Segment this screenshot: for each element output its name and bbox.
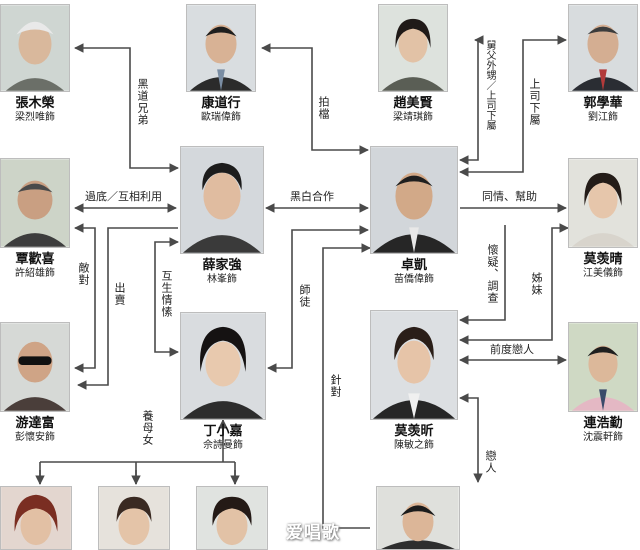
actor-zhuo: 苗僑偉飾 bbox=[394, 274, 434, 285]
line-zhendui bbox=[322, 243, 371, 529]
actor-ding: 佘詩曼飾 bbox=[203, 440, 243, 451]
name-kang: 康道行 bbox=[201, 96, 241, 111]
label-husheng: 互生情愫 bbox=[160, 270, 173, 318]
line-paidang bbox=[261, 43, 369, 155]
portrait-bottom-4 bbox=[376, 486, 460, 550]
portrait-ding bbox=[180, 312, 266, 420]
label-yangmu: 養母女 bbox=[141, 410, 154, 446]
name-ding: 丁小嘉 bbox=[203, 424, 243, 439]
portrait-kang bbox=[186, 4, 256, 92]
label-huaiyi: 懷疑、調查 bbox=[486, 244, 499, 304]
line-zimei bbox=[459, 223, 569, 345]
actor-lian: 沈震軒飾 bbox=[583, 432, 623, 443]
name-guo: 郭學華 bbox=[583, 96, 623, 111]
actor-mo-qing: 江美儀飾 bbox=[583, 268, 623, 279]
name-lian: 連浩勤 bbox=[583, 416, 623, 431]
portrait-lian bbox=[568, 322, 638, 412]
label-shangsi: 上司下屬 bbox=[528, 78, 541, 126]
line-didui bbox=[74, 223, 96, 373]
portrait-mo-xin bbox=[370, 310, 458, 420]
label-shitu: 師徒 bbox=[298, 284, 311, 308]
name-zhao: 趙美賢 bbox=[393, 96, 433, 111]
portrait-bottom-1 bbox=[0, 486, 72, 550]
watermark: 爱唱歌 bbox=[286, 523, 340, 543]
actor-kang: 歐瑞偉飾 bbox=[201, 112, 241, 123]
label-didui: 敵對 bbox=[77, 262, 90, 286]
name-zhang: 張木榮 bbox=[15, 96, 55, 111]
line-husheng bbox=[154, 237, 179, 357]
portrait-tan bbox=[0, 158, 70, 248]
label-heidao: 黑道兄弟 bbox=[136, 78, 149, 126]
actor-xue: 林峯飾 bbox=[207, 274, 237, 285]
portrait-xue bbox=[180, 146, 264, 254]
portrait-zhang bbox=[0, 4, 70, 92]
name-zhuo: 卓凱 bbox=[400, 258, 427, 273]
line-shangsi bbox=[459, 35, 567, 177]
line-shitu bbox=[267, 225, 369, 373]
label-guodi: 過底／互相利用 bbox=[85, 190, 162, 203]
portrait-you bbox=[0, 322, 70, 412]
actor-you: 彭懷安飾 bbox=[15, 432, 55, 443]
line-jiufu bbox=[459, 35, 484, 165]
actor-zhao: 梁靖琪飾 bbox=[393, 112, 433, 123]
line-heidao bbox=[74, 43, 179, 173]
portrait-zhuo bbox=[370, 146, 458, 254]
line-chumai bbox=[77, 227, 178, 390]
label-paidang: 拍檔 bbox=[317, 96, 330, 120]
label-zimei: 姊妹 bbox=[530, 272, 543, 296]
portrait-zhao bbox=[378, 4, 448, 92]
label-tongqing: 同情、幫助 bbox=[482, 190, 537, 203]
line-lianren bbox=[459, 393, 483, 483]
actor-guo: 劉江飾 bbox=[588, 112, 618, 123]
portrait-bottom-2 bbox=[98, 486, 170, 550]
name-mo-xin: 莫羡昕 bbox=[394, 424, 434, 439]
name-xue: 薛家強 bbox=[202, 258, 242, 273]
name-mo-qing: 莫羡晴 bbox=[583, 252, 623, 267]
label-qiandu: 前度戀人 bbox=[490, 343, 534, 356]
label-chumai: 出賣 bbox=[113, 282, 126, 306]
actor-tan: 許紹雄飾 bbox=[15, 268, 55, 279]
actor-mo-xin: 陳敏之飾 bbox=[394, 440, 434, 451]
label-jiufu: 舅父外甥／上司下屬 bbox=[484, 40, 495, 130]
name-you: 游達富 bbox=[15, 416, 55, 431]
actor-zhang: 梁烈唯飾 bbox=[15, 112, 55, 123]
portrait-bottom-3 bbox=[196, 486, 268, 550]
portrait-mo-qing bbox=[568, 158, 638, 248]
portrait-guo bbox=[568, 4, 638, 92]
label-lianren: 戀人 bbox=[484, 450, 497, 474]
name-tan: 覃歡喜 bbox=[15, 252, 55, 267]
label-zhendui: 針對 bbox=[329, 374, 342, 398]
label-heibai: 黑白合作 bbox=[290, 190, 334, 203]
